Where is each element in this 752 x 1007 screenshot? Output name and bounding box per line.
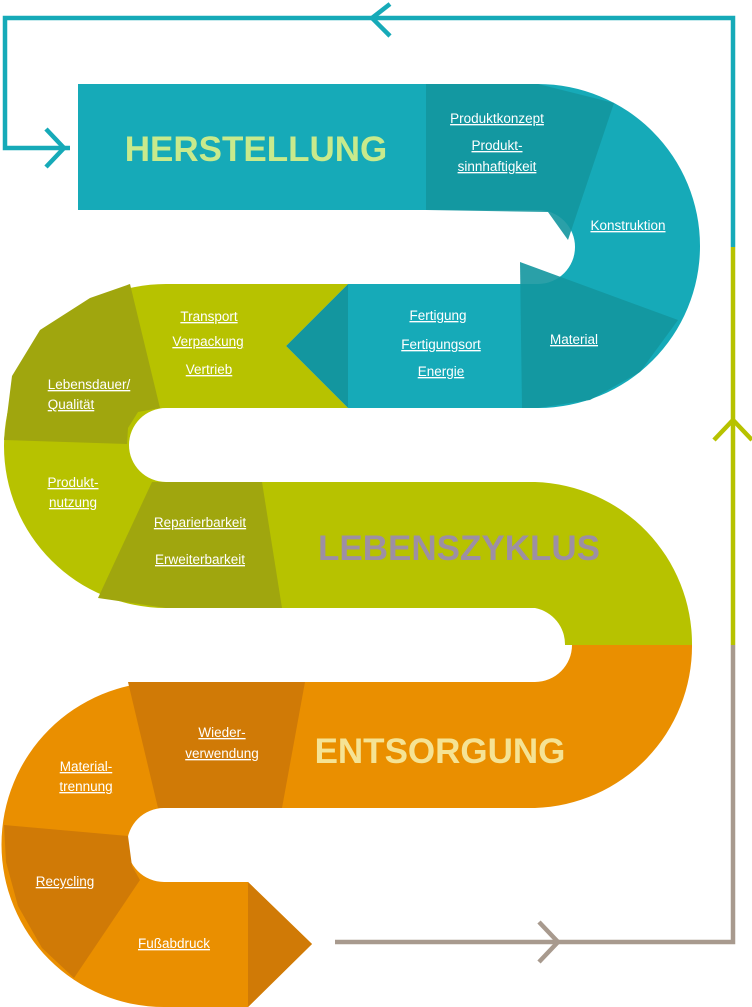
label-fertigung[interactable]: Fertigung xyxy=(409,308,466,323)
up-arrow-icon xyxy=(712,416,752,442)
loop-line-taupe xyxy=(335,645,736,945)
label-vertrieb[interactable]: Vertrieb xyxy=(186,362,233,377)
band-entsorgung xyxy=(1,645,693,1007)
label-produktsinnhaftigkeit-1[interactable]: Produkt- xyxy=(471,138,522,153)
label-recycling[interactable]: Recycling xyxy=(36,874,95,889)
label-wiederverwendung-1[interactable]: Wieder- xyxy=(198,725,245,740)
label-fussabdruck[interactable]: Fußabdruck xyxy=(138,936,210,951)
label-lebensdauer-1[interactable]: Lebensdauer/ xyxy=(48,377,131,392)
label-produktnutzung-1[interactable]: Produkt- xyxy=(47,475,98,490)
label-energie[interactable]: Energie xyxy=(418,364,465,379)
segment-fertigung-arrow xyxy=(286,284,348,408)
band-herstellung xyxy=(78,84,700,408)
return-arrow-icon xyxy=(368,2,392,38)
label-produktsinnhaftigkeit-2[interactable]: sinnhaftigkeit xyxy=(458,159,537,174)
label-fertigungsort[interactable]: Fertigungsort xyxy=(401,337,481,352)
entry-arrow-icon xyxy=(44,127,68,169)
label-wiederverwendung-2[interactable]: verwendung xyxy=(185,746,259,761)
title-herstellung: HERSTELLUNG xyxy=(125,130,388,169)
segment-wiederverwendung xyxy=(128,682,305,808)
segment-reparierbarkeit xyxy=(98,482,282,608)
feedback-loop xyxy=(2,2,752,964)
forward-arrow-icon xyxy=(537,920,562,964)
label-lebensdauer-2[interactable]: Qualität xyxy=(48,397,95,412)
label-konstruktion[interactable]: Konstruktion xyxy=(590,218,665,233)
label-materialtrennung-2[interactable]: trennung xyxy=(59,779,112,794)
label-reparierbarkeit[interactable]: Reparierbarkeit xyxy=(154,515,247,530)
segment-fussabdruck-arrow xyxy=(248,882,312,1007)
segment-recycling xyxy=(4,825,140,978)
segment-material xyxy=(520,262,678,408)
label-produktnutzung-2[interactable]: nutzung xyxy=(49,495,97,510)
label-transport[interactable]: Transport xyxy=(180,309,238,324)
segment-lebensdauer xyxy=(4,284,160,444)
label-material[interactable]: Material xyxy=(550,332,598,347)
title-entsorgung: ENTSORGUNG xyxy=(315,732,566,771)
label-erweiterbarkeit[interactable]: Erweiterbarkeit xyxy=(155,552,245,567)
title-lebenszyklus: LEBENSZYKLUS xyxy=(318,529,600,568)
loop-line-teal xyxy=(2,15,736,247)
label-verpackung[interactable]: Verpackung xyxy=(172,334,243,349)
segment-produktkonzept xyxy=(426,84,614,240)
label-produktkonzept[interactable]: Produktkonzept xyxy=(450,111,544,126)
label-materialtrennung-1[interactable]: Material- xyxy=(60,759,113,774)
band-entsorgung-shape xyxy=(1,645,693,1007)
